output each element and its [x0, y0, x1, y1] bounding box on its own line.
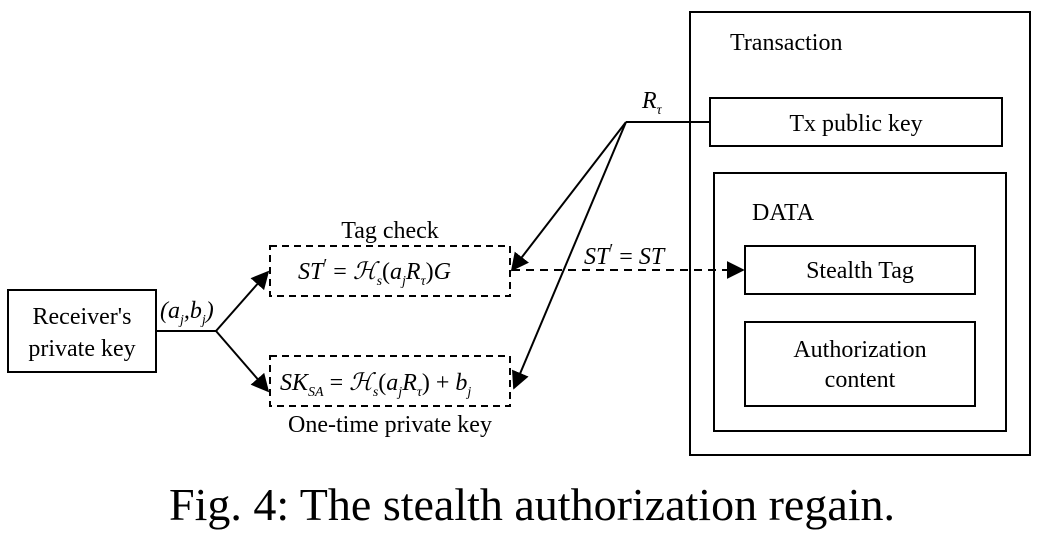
compare-label: ST′ = ST [584, 240, 666, 270]
tx-public-key-box [709, 97, 1003, 147]
tag-check-title: Tag check [341, 218, 439, 244]
tx-public-key-label: Tx public key [789, 111, 922, 137]
authorization-content-line1: Authorization [793, 337, 926, 363]
one-time-key-title: One-time private key [288, 412, 492, 438]
authorization-content-box [744, 321, 976, 407]
r-tau-to-tag-check [510, 121, 627, 272]
data-title: DATA [752, 200, 815, 226]
stealth-tag-box [744, 245, 976, 295]
receiver-private-key-box [7, 289, 157, 373]
transaction-title: Transaction [730, 30, 842, 56]
figure-caption: Fig. 4: The stealth authorization regain… [169, 479, 895, 530]
aj-bj-label: (aj,bj) [160, 298, 214, 328]
branch-to-tag-check [215, 270, 270, 332]
authorization-content-line2: content [825, 367, 896, 393]
receiver-line2: private key [28, 336, 135, 362]
tag-check-box [269, 245, 511, 297]
one-time-key-box [269, 355, 511, 407]
r-tau-to-one-time-key [511, 121, 627, 390]
r-tau-label: Rτ [641, 88, 663, 118]
stealth-tag-label: Stealth Tag [806, 258, 914, 284]
receiver-line1: Receiver's [33, 304, 132, 330]
branch-to-one-time-key [215, 330, 270, 393]
one-time-key-formula: SKSA = ℋs(ajRτ) + bj [280, 368, 471, 400]
tag-check-formula: ST′ = ℋs(ajRτ)G [298, 255, 451, 289]
